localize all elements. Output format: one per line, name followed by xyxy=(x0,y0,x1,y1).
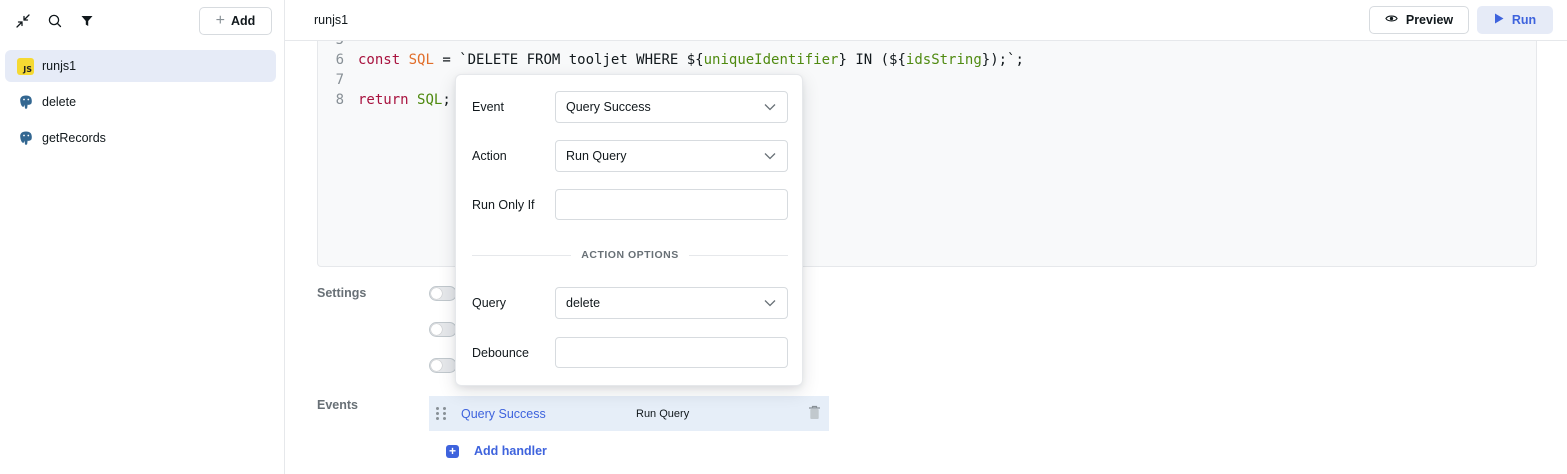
action-select[interactable]: Run Query xyxy=(555,140,788,172)
sidebar-toolbar: + Add xyxy=(0,0,284,41)
run-only-if-label: Run Only If xyxy=(472,197,535,212)
line-number: 6 xyxy=(335,52,344,68)
line-number: 7 xyxy=(335,72,344,88)
code-text: = `DELETE FROM tooljet WHERE ${ xyxy=(433,52,704,68)
run-label: Run xyxy=(1511,13,1537,27)
query-select-value: delete xyxy=(566,296,601,310)
action-options-title: ACTION OPTIONS xyxy=(581,249,679,261)
code-line: 8 return SQL; xyxy=(318,90,451,110)
settings-toggle[interactable] xyxy=(429,358,457,373)
settings-toggle[interactable] xyxy=(429,322,457,337)
query-list: JS runjs1 delete getRecords xyxy=(0,41,284,154)
query-item-label: getRecords xyxy=(42,131,106,145)
code-line: 7 xyxy=(318,70,346,90)
js-icon: JS xyxy=(16,57,35,76)
line-number: 5 xyxy=(318,41,346,48)
plus-icon: + xyxy=(446,444,459,458)
run-button[interactable]: Run xyxy=(1477,6,1553,34)
add-handler-button[interactable]: + Add handler xyxy=(446,444,547,458)
code-text: } IN (${ xyxy=(838,52,906,68)
event-handler-action: Run Query xyxy=(636,407,690,420)
drag-handle-icon[interactable] xyxy=(436,406,446,421)
settings-toggle[interactable] xyxy=(429,286,457,301)
line-number: 8 xyxy=(335,92,344,108)
query-item-delete[interactable]: delete xyxy=(5,86,276,118)
event-select-value: Query Success xyxy=(566,100,651,114)
debounce-row: Debounce xyxy=(472,337,788,368)
action-label: Action xyxy=(472,149,507,163)
query-item-runjs1[interactable]: JS runjs1 xyxy=(5,50,276,82)
eye-icon xyxy=(1385,12,1398,28)
action-select-value: Run Query xyxy=(566,149,627,163)
query-row: Query delete xyxy=(472,287,788,319)
filter-icon[interactable] xyxy=(78,12,96,30)
chevron-down-icon xyxy=(764,100,776,114)
run-only-if-input[interactable] xyxy=(555,189,788,220)
query-label: Query xyxy=(472,296,507,310)
add-query-button[interactable]: + Add xyxy=(199,6,272,35)
action-row: Action Run Query xyxy=(472,140,788,172)
settings-label: Settings xyxy=(317,286,367,300)
debounce-label: Debounce xyxy=(472,345,529,360)
search-icon[interactable] xyxy=(46,12,64,30)
postgresql-icon xyxy=(16,129,35,148)
query-item-label: delete xyxy=(42,95,77,109)
chevron-down-icon xyxy=(764,149,776,163)
add-handler-label: Add handler xyxy=(474,444,547,458)
preview-label: Preview xyxy=(1405,13,1454,27)
plus-icon: + xyxy=(215,11,226,29)
code-keyword: return xyxy=(358,92,409,108)
code-text: });`; xyxy=(981,52,1024,68)
debounce-input[interactable] xyxy=(555,337,788,368)
trash-icon[interactable] xyxy=(808,405,821,423)
query-select[interactable]: delete xyxy=(555,287,788,319)
query-sidebar: + Add JS runjs1 delete getRecords xyxy=(0,0,285,474)
event-row: Event Query Success xyxy=(472,91,788,123)
add-query-label: Add xyxy=(231,13,256,28)
query-item-label: runjs1 xyxy=(42,59,77,73)
code-line: 5 xyxy=(318,41,346,50)
code-variable: SQL xyxy=(417,92,443,108)
code-text: ; xyxy=(442,92,451,108)
events-label: Events xyxy=(317,398,358,412)
preview-button[interactable]: Preview xyxy=(1369,6,1469,34)
play-icon xyxy=(1494,13,1504,27)
collapse-icon[interactable] xyxy=(14,12,32,30)
postgresql-icon xyxy=(16,93,35,112)
code-line: 6 const SQL = `DELETE FROM tooljet WHERE… xyxy=(318,50,1024,70)
event-handler-row[interactable]: Query Success Run Query xyxy=(429,396,829,431)
code-variable: SQL xyxy=(408,52,434,68)
event-handler-event: Query Success xyxy=(461,406,546,421)
event-select[interactable]: Query Success xyxy=(555,91,788,123)
query-header: runjs1 Preview Run xyxy=(285,0,1567,41)
query-title[interactable]: runjs1 xyxy=(314,13,349,27)
query-item-getrecords[interactable]: getRecords xyxy=(5,122,276,154)
event-handler-popover: Event Query Success Action Run Query Run… xyxy=(455,74,803,386)
action-options-divider: ACTION OPTIONS xyxy=(472,246,789,264)
run-only-if-row: Run Only If xyxy=(472,189,788,220)
code-keyword: const xyxy=(358,52,401,68)
code-interpolation: idsString xyxy=(905,52,982,68)
event-label: Event xyxy=(472,100,504,114)
code-interpolation: uniqueIdentifier xyxy=(703,52,839,68)
chevron-down-icon xyxy=(764,296,776,310)
